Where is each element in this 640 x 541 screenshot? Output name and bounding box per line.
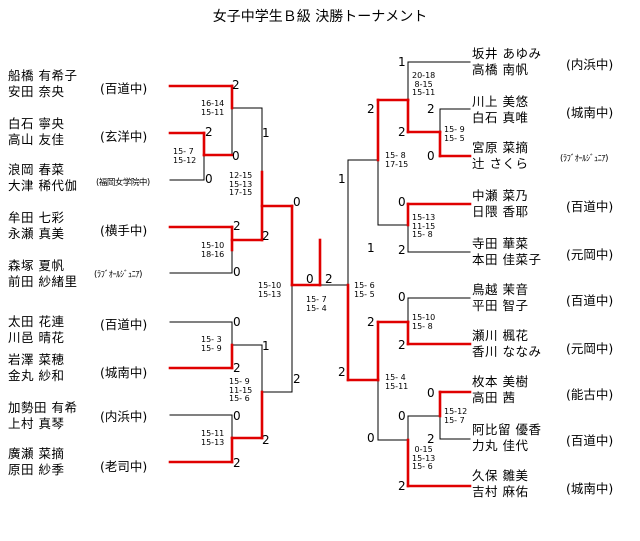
match-4-game-scores: 15-10 18-16	[201, 241, 225, 259]
match-8-top-score: 0	[293, 195, 301, 209]
match-7-bottom-score: 2	[233, 456, 241, 470]
right-pair-8-team: (能古中)	[566, 387, 614, 402]
match-2-bottom-score: 0	[205, 172, 213, 186]
right-pair-7-team: (元岡中)	[566, 341, 614, 356]
match-15-game-scores: 15-10 15- 8	[412, 313, 436, 331]
left-pair-2-team: (玄洋中)	[100, 129, 148, 144]
match-1-game-scores: 16-14 15-11	[201, 99, 225, 117]
match-8-game-scores: 15-10 15-13	[258, 281, 282, 299]
match-11-bottom-score: 0	[427, 149, 435, 163]
match-18-top-score: 0	[398, 409, 406, 423]
match-13-bottom-score: 2	[398, 243, 406, 257]
left-pair-6-team: (百道中)	[100, 317, 148, 332]
match-7-game-scores: 15-11 15-13	[201, 429, 225, 447]
match-12-game-scores: 15- 8 17-15	[385, 151, 409, 169]
match-12-top-score: 2	[367, 102, 375, 116]
right-pair-3-team: (ﾗﾌﾞｵｰﾙｼﾞｭﾆｱ)	[560, 154, 608, 164]
final-right-score: 2	[325, 272, 333, 286]
match-11-top-score: 2	[427, 102, 435, 116]
match-13-top-score: 0	[398, 195, 406, 209]
left-pair-1-players: 船橋 有希子安田 奈央	[8, 68, 78, 99]
match-2-top-score: 2	[205, 125, 213, 139]
match-3-top-score: 1	[262, 126, 270, 140]
match-8-bottom-score: 2	[293, 372, 301, 386]
right-pair-10-players: 久保 雛美吉村 麻佑	[472, 468, 529, 499]
right-pair-9-team: (百道中)	[566, 433, 614, 448]
left-pair-1-team: (百道中)	[100, 81, 148, 96]
page-title: 女子中学生Ｂ級 決勝トーナメント	[212, 9, 428, 25]
match-17-top-score: 0	[427, 386, 435, 400]
match-1-bottom-score: 0	[232, 149, 240, 163]
match-10-bottom-score: 2	[398, 125, 406, 139]
match-18-game-scores: 0-15 15-13 15- 6	[412, 445, 436, 471]
left-pair-4-players: 牟田 七彩永瀬 真美	[8, 210, 65, 241]
match-7-top-score: 0	[233, 409, 241, 423]
left-pair-9-team: (老司中)	[100, 459, 148, 474]
right-pair-4-players: 中瀬 菜乃日隈 香耶	[472, 188, 529, 219]
match-12-bottom-score: 1	[367, 241, 375, 255]
match-4-bottom-score: 0	[233, 265, 241, 279]
match-6-top-score: 1	[262, 339, 270, 353]
match-11-game-scores: 15- 9 15- 5	[444, 125, 465, 143]
match-5-top-score: 0	[233, 315, 241, 329]
right-pair-9-players: 阿比留 優香力丸 佳代	[472, 422, 542, 453]
match-10-game-scores: 20-18 8-15 15-11	[412, 71, 436, 97]
match-15-bottom-score: 2	[398, 338, 406, 352]
right-pair-6-team: (百道中)	[566, 293, 614, 308]
match-6-bottom-score: 2	[262, 433, 270, 447]
match-4-top-score: 2	[233, 219, 241, 233]
match-10-top-score: 1	[398, 55, 406, 69]
match-18-bottom-score: 2	[398, 479, 406, 493]
match-1-top-score: 2	[232, 78, 240, 92]
match-14-top-score: 1	[338, 172, 346, 186]
match-16-game-scores: 15- 4 15-11	[385, 373, 409, 391]
match-5-game-scores: 15- 3 15- 9	[201, 335, 222, 353]
match-17-bottom-score: 2	[427, 432, 435, 446]
right-pair-2-players: 川上 美悠白石 真唯	[472, 94, 529, 125]
right-pair-7-players: 瀬川 楓花香川 ななみ	[472, 328, 542, 359]
right-pair-2-team: (城南中)	[566, 105, 614, 120]
left-pair-3-players: 浪岡 春菜大津 稀代伽	[8, 162, 78, 193]
right-pair-10-team: (城南中)	[566, 481, 614, 496]
right-pair-1-players: 坂井 あゆみ高橋 南帆	[472, 46, 542, 77]
right-pair-5-team: (元岡中)	[566, 247, 614, 262]
left-pair-9-players: 廣瀬 菜摘原田 紗季	[8, 446, 65, 477]
left-pair-5-team: (ﾗﾌﾞｵｰﾙｼﾞｭﾆｱ)	[94, 270, 142, 280]
match-16-bottom-score: 0	[367, 431, 375, 445]
match-2-game-scores: 15- 7 15-12	[173, 147, 197, 165]
left-pair-2-players: 白石 寧央高山 友佳	[8, 116, 65, 147]
match-5-bottom-score: 2	[233, 361, 241, 375]
final-left-score: 0	[306, 272, 314, 286]
left-pair-5-players: 森塚 夏帆前田 紗緒里	[8, 258, 78, 289]
left-pair-4-team: (横手中)	[100, 223, 148, 238]
left-pair-8-team: (内浜中)	[100, 409, 148, 424]
match-17-game-scores: 15-12 15- 7	[444, 407, 468, 425]
match-6-game-scores: 15- 9 11-15 15- 6	[229, 377, 253, 403]
right-pair-6-players: 鳥越 茉音平田 智子	[472, 282, 529, 313]
match-14-game-scores: 15- 6 15- 5	[354, 281, 375, 299]
match-16-top-score: 2	[367, 315, 375, 329]
right-pair-4-team: (百道中)	[566, 199, 614, 214]
match-3-bottom-score: 2	[262, 229, 270, 243]
match-15-top-score: 0	[398, 290, 406, 304]
right-pair-3-players: 宮原 菜摘辻 さくら	[472, 140, 529, 171]
match-14-bottom-score: 2	[338, 365, 346, 379]
right-pair-5-players: 寺田 華菜本田 佳菜子	[472, 236, 542, 267]
left-pair-6-players: 太田 花連川邑 晴花	[8, 314, 65, 345]
left-pair-7-players: 岩澤 菜穂金丸 紗和	[8, 352, 65, 383]
left-pair-3-team: (福岡女学院中)	[96, 178, 150, 188]
right-pair-8-players: 枚本 美樹高田 茜	[472, 374, 529, 405]
match-3-game-scores: 12-15 15-13 17-15	[229, 171, 253, 197]
match-13-game-scores: 15-13 11-15 15- 8	[412, 213, 436, 239]
right-pair-1-team: (内浜中)	[566, 57, 614, 72]
final-game-scores: 15- 7 15- 4	[306, 295, 327, 313]
left-pair-7-team: (城南中)	[100, 365, 148, 380]
left-pair-8-players: 加勢田 有希上村 真琴	[8, 400, 78, 431]
